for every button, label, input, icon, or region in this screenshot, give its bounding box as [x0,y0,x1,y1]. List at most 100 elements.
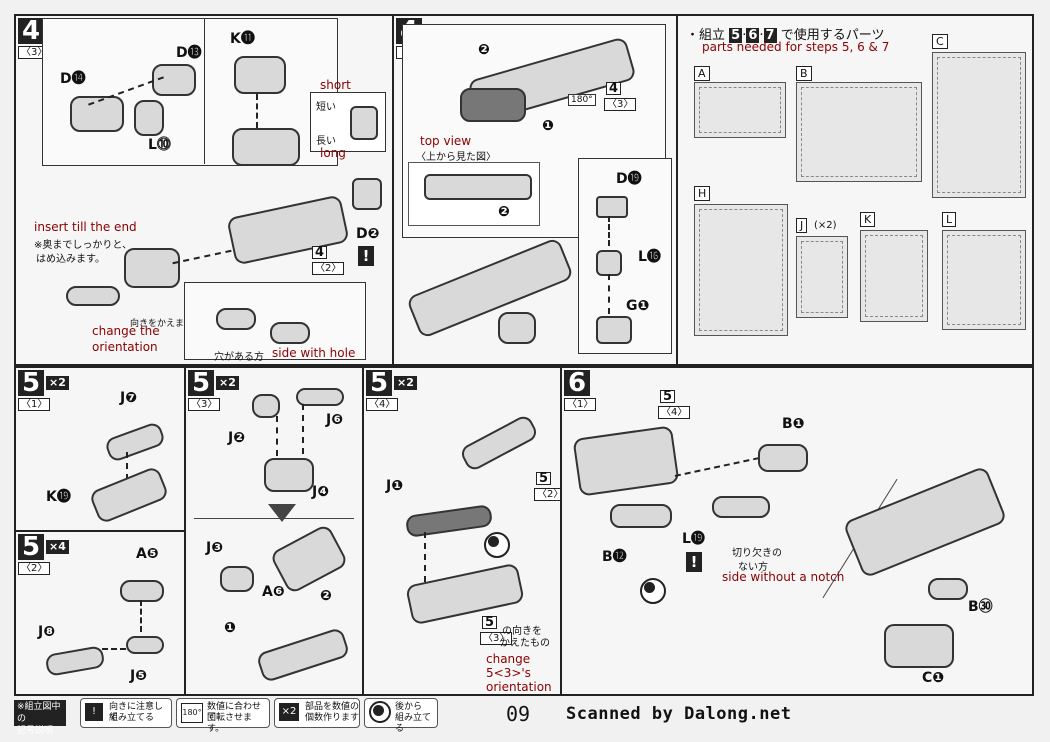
caution-icon: ! [358,246,374,266]
legend-text-2: 回転させます。 [207,713,253,734]
note-change-orient: change 5<3>'s orientation [486,652,552,694]
part-b30 [928,578,968,600]
notch-jp2: ない方 [738,562,768,573]
later-assembly-icon [369,701,391,723]
part-j7 [103,420,167,464]
part-d2 [352,178,382,210]
part-d19 [596,196,628,218]
notch-jp1: 切り欠きの [732,548,782,559]
part-main-body [226,194,350,266]
panel-parts-list: ・組立 5·6·7 で使用するパーツ parts needed for step… [676,14,1034,366]
note-insert-jp1: ※奥までしっかりと、 [34,240,132,251]
notch-en: side without a notch [722,570,845,584]
legend-text-1: 後から [395,702,423,712]
legend-title-1: ※組立図中の [17,702,61,724]
note-long-en: long [320,146,346,160]
inset-divider [204,18,205,164]
part-j3 [220,566,254,592]
runner-label-a: A [694,66,710,81]
panel-step5-2: 5 ×4 〈2〉 A❺ J❽ J❺ [14,530,186,696]
part-j6 [296,388,344,406]
panel-step4-3: 4 〈3〉 D⓭ D⓮ L⓾ K⓫ D❷ L⓮ L❺ short 短い 長い l… [14,14,394,366]
part-label-b12: B⓬ [602,549,627,565]
legend-text-2: 組み立てる [395,713,432,734]
step-number: 4 [18,18,45,44]
assembly-line [102,648,126,650]
panel-step6-1: 6 〈1〉 5 〈4〉 B❶ B⓬ L⓳ ! 切り欠きの ない方 side wi… [560,366,1034,696]
parts-step-7: 7 [763,28,777,43]
runner-k [860,230,928,322]
part-label-l10: L⓾ [148,137,171,153]
step-number: 5 [366,370,393,396]
later-assembly-icon [484,532,510,558]
part-label-b30: B㉚ [968,599,993,615]
part-label-l19: L⓳ [682,531,705,547]
step-number: 5 [18,370,45,396]
arrow-2: ❷ [478,42,490,58]
note-orient-jp: 向きをかえます。 [130,319,202,329]
legend-item-later: 後から 組み立てる [364,698,438,734]
assembly-line [424,532,426,582]
substep-label: 〈2〉 [18,562,51,575]
part-label-d2: D❷ [356,226,380,242]
legend-text-1: 向きに注意して [109,702,164,723]
part-l14 [270,322,310,344]
substep-label: 〈1〉 [18,398,51,411]
note-hole-jp: 穴がある方 [214,352,264,363]
part-l10 [134,100,164,136]
part-assembly [255,626,351,684]
legend-title-2: 記号説明 [17,726,54,736]
ref-step: 5 [660,390,676,403]
assembly-line [608,216,610,246]
parts-heading-en: parts needed for steps 5, 6 & 7 [702,40,890,54]
runner-label-h: H [694,186,711,201]
part-b12 [610,504,672,528]
part-pin [66,286,120,306]
parts-step-5: 5 [729,28,743,43]
assembly-line [126,452,128,480]
note-short-jp: 短い [316,102,336,113]
panel-step5-4: 5 ×2 〈4〉 5 〈2〉 J❶ 5 〈3〉 の向きを かえたもの chang… [362,366,567,696]
part-label-g1: G❶ [626,298,650,314]
multiplier-badge: ×2 [394,376,417,390]
panel-step4-4: 4 〈4〉 ❷ ❶ 180° 4 〈3〉 top view 〈上から見た図〉 ❷… [392,14,678,366]
runner-label-l: L [942,212,957,227]
legend-text-2: 個数作ります [305,713,360,723]
part-blade-assembly [572,425,680,497]
legend-text-1: 部品を数値の [305,702,360,712]
part-l5 [216,308,256,330]
part-label-c1: C❶ [922,670,945,686]
ref-step: 4 [312,246,328,259]
part-j8 [44,645,106,677]
note-hole-en: side with hole [272,346,356,360]
runner-j-mult: (×2) [814,220,837,231]
legend-text-1: 数値に合わせて [207,702,262,723]
arrow-2-topview: ❷ [498,204,510,220]
scanned-credit: Scanned by Dalong.net [566,704,792,724]
part-joint-top [460,88,526,122]
runner-label-b: B [796,66,812,81]
part-label-b1: B❶ [782,416,805,432]
part-label-j8: J❽ [38,624,56,640]
assembly-line [140,600,142,632]
assembly-line [674,457,760,477]
parts-heading-prefix: ・組立 [686,28,726,43]
assembly-line [302,404,304,454]
multiplier-badge: ×4 [46,540,69,554]
part-detail [350,106,378,140]
part-label-l16: L⓰ [638,249,661,265]
arrow-1: ❶ [224,620,236,636]
panel-step5-3: 5 ×2 〈3〉 J❷ J❻ J❹ J❸ A❻ ❶ ❷ [184,366,364,696]
substep-label: 〈3〉 [188,398,221,411]
note-short-en: short [320,78,351,92]
assembly-line [256,94,258,128]
part-k11 [234,56,286,94]
part-j2 [252,394,280,418]
ref-substep: 〈4〉 [658,406,691,419]
assembly-line [172,249,232,265]
runner-label-k: K [860,212,876,227]
part-j5 [126,636,164,654]
runner-j [796,236,848,318]
part-g1 [596,316,632,344]
multiplier-badge: ×2 [46,376,69,390]
